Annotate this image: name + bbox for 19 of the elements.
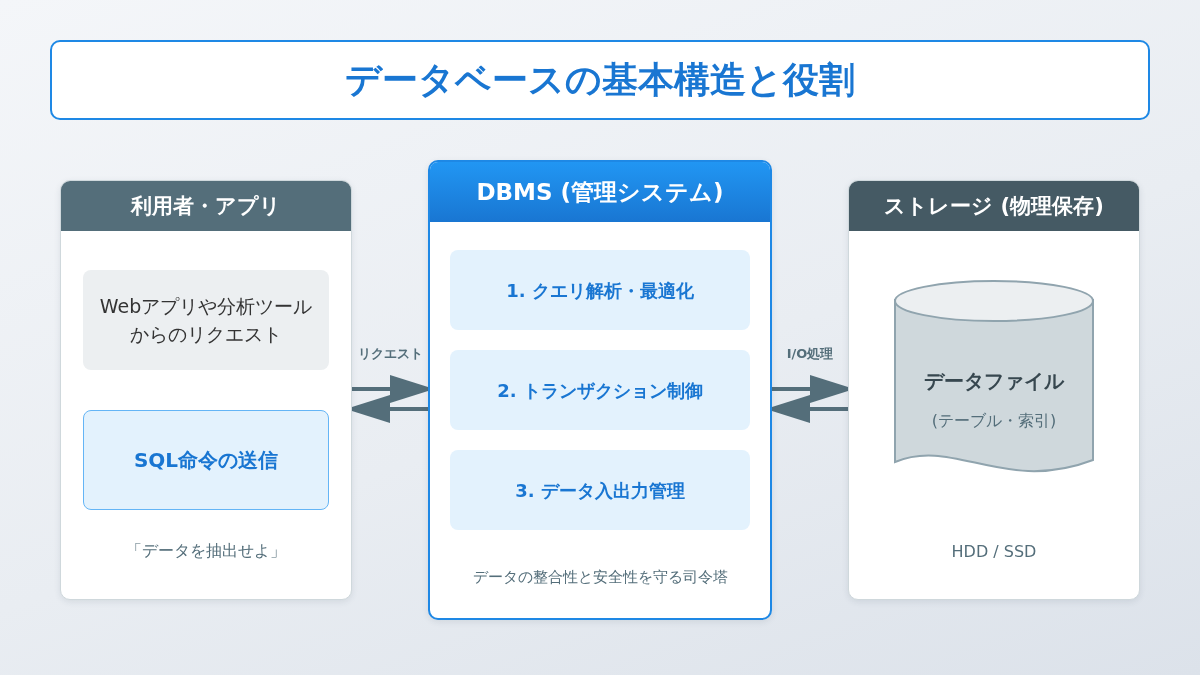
edge-label: リクエスト <box>357 345 423 363</box>
step-box: 2. トランザクション制御 <box>450 350 750 430</box>
step-box: 1. クエリ解析・最適化 <box>450 250 750 330</box>
cylinder-label: データファイル <box>924 367 1064 395</box>
diagram-title: データベースの基本構造と役割 <box>345 57 855 102</box>
step-box: 3. データ入出力管理 <box>450 450 750 530</box>
panel-caption: HDD / SSD <box>951 541 1037 561</box>
edge-label: I/O処理 <box>786 345 834 363</box>
panel-header: DBMS (管理システム) <box>430 162 770 222</box>
info-box: Webアプリや分析ツールからのリクエスト <box>83 270 329 370</box>
storage-panel <box>848 180 1140 600</box>
process-box: SQL命令の送信 <box>83 410 329 510</box>
panel-caption: データの整合性と安全性を守る司令塔 <box>472 567 728 587</box>
cylinder-sublabel: (テーブル・索引) <box>931 410 1057 432</box>
panel-header: ストレージ (物理保存) <box>849 181 1139 231</box>
panel-caption: 「データを抽出せよ」 <box>126 540 286 562</box>
client-panel <box>60 180 352 600</box>
dbms-panel <box>428 160 772 620</box>
panel-header: 利用者・アプリ <box>61 181 351 231</box>
